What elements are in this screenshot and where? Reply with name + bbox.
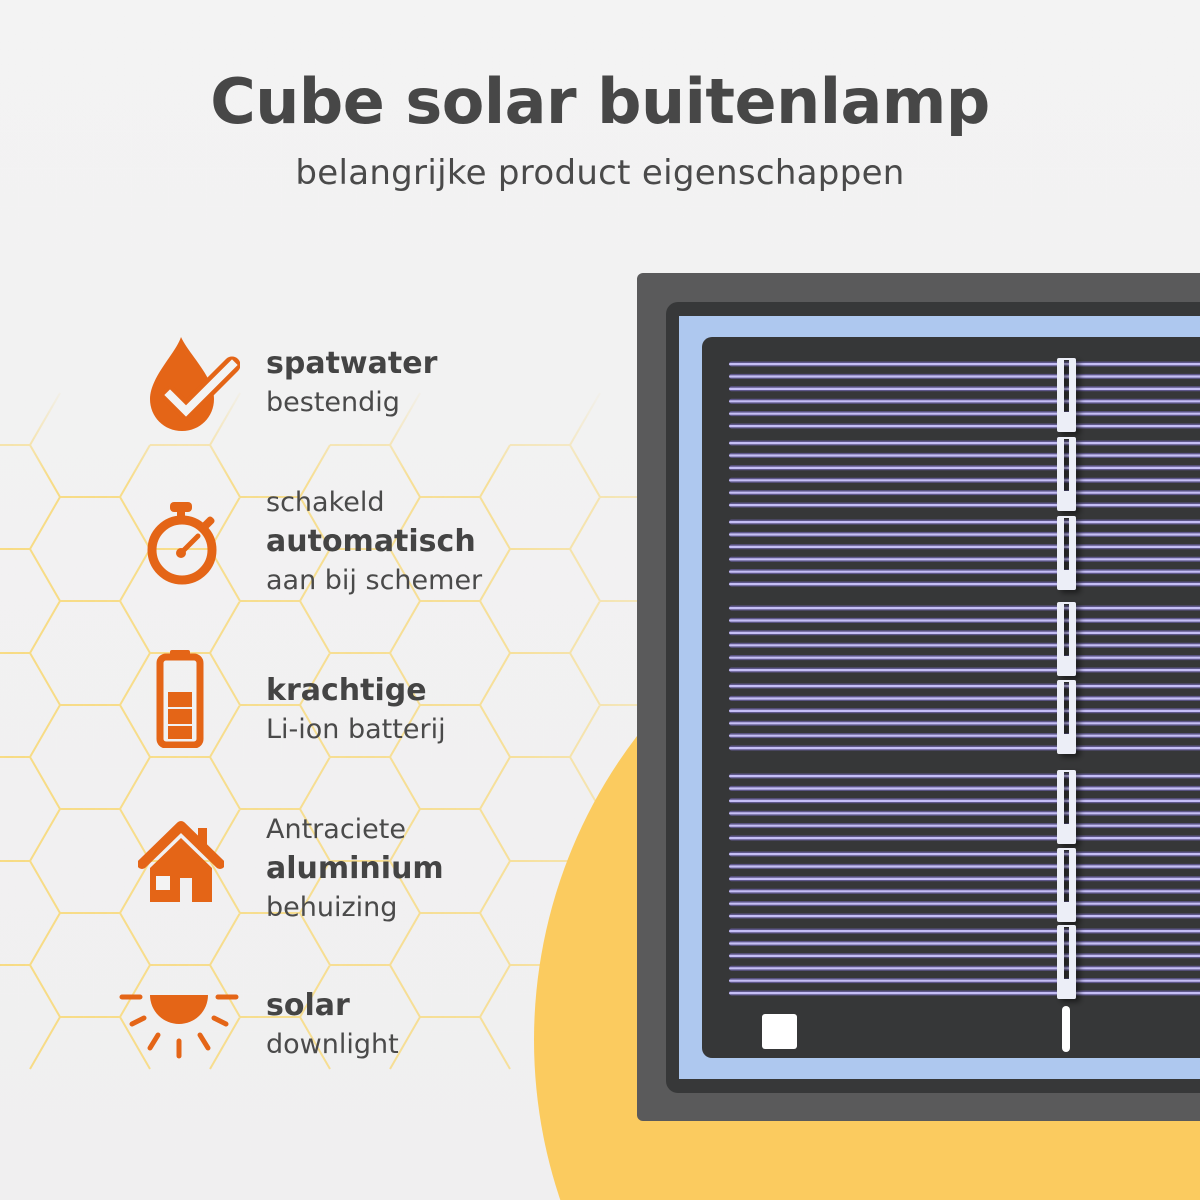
page-title: Cube solar buitenlamp — [210, 65, 990, 138]
feature-4-line-1: Antraciete — [266, 814, 406, 845]
page-subtitle: belangrijke product eigenschappen — [295, 153, 905, 193]
header: Cube solar buitenlamp belangrijke produc… — [0, 62, 1200, 196]
feature-2-line-2: automatisch — [266, 524, 476, 559]
feature-5-line-2: downlight — [266, 1029, 399, 1060]
feature-1-line-2: bestendig — [266, 387, 400, 418]
feature-4-line-2: aluminium — [266, 851, 444, 886]
feature-5-line-1: solar — [266, 988, 350, 1023]
feature-3-line-2: Li-ion batterij — [266, 714, 446, 745]
panel-corner-marker — [762, 1014, 797, 1049]
panel-bottom-busbar — [1062, 1006, 1070, 1052]
water-drop-check-icon — [150, 337, 240, 431]
stopwatch-icon — [147, 502, 217, 585]
feature-2-line-3: aan bij schemer — [266, 565, 483, 596]
feature-4-line-3: behuizing — [266, 892, 398, 923]
sun-downlight-icon — [119, 994, 239, 1059]
feature-3-line-1: krachtige — [266, 673, 427, 708]
house-icon — [138, 821, 224, 902]
battery-icon — [156, 650, 204, 748]
feature-2-line-1: schakeld — [266, 487, 385, 518]
feature-1-line-1: spatwater — [266, 346, 438, 381]
